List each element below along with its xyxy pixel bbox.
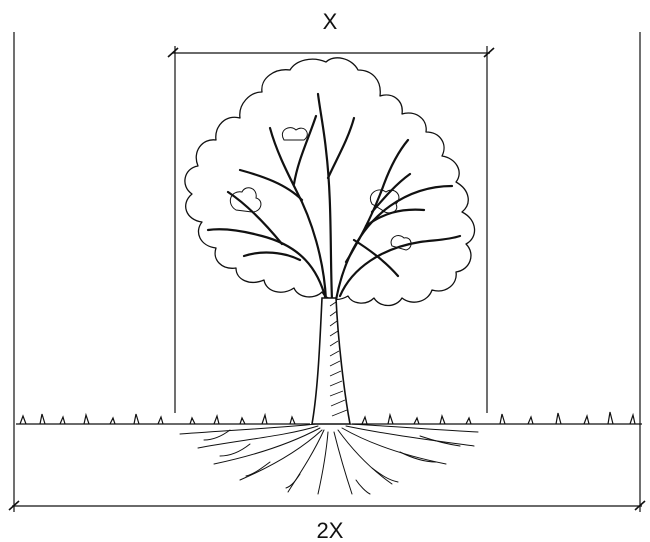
- tree-trunk: [311, 297, 351, 425]
- crown-tick-left: [167, 47, 179, 58]
- crown-tick-right: [483, 47, 495, 58]
- root-spread-label: 2X: [317, 518, 344, 542]
- crown-width-dimension: [167, 46, 495, 413]
- root-tick-left: [8, 500, 20, 511]
- crown-width-label: X: [323, 9, 338, 34]
- root-spread-dimension: [8, 500, 646, 511]
- tree-branches: [206, 92, 462, 302]
- trunk-bark-hatching: [329, 301, 348, 417]
- root-tick-right: [634, 500, 646, 511]
- root-spread-extensions: [13, 32, 641, 512]
- tree-roots: [179, 423, 479, 495]
- ground-line: [16, 411, 642, 425]
